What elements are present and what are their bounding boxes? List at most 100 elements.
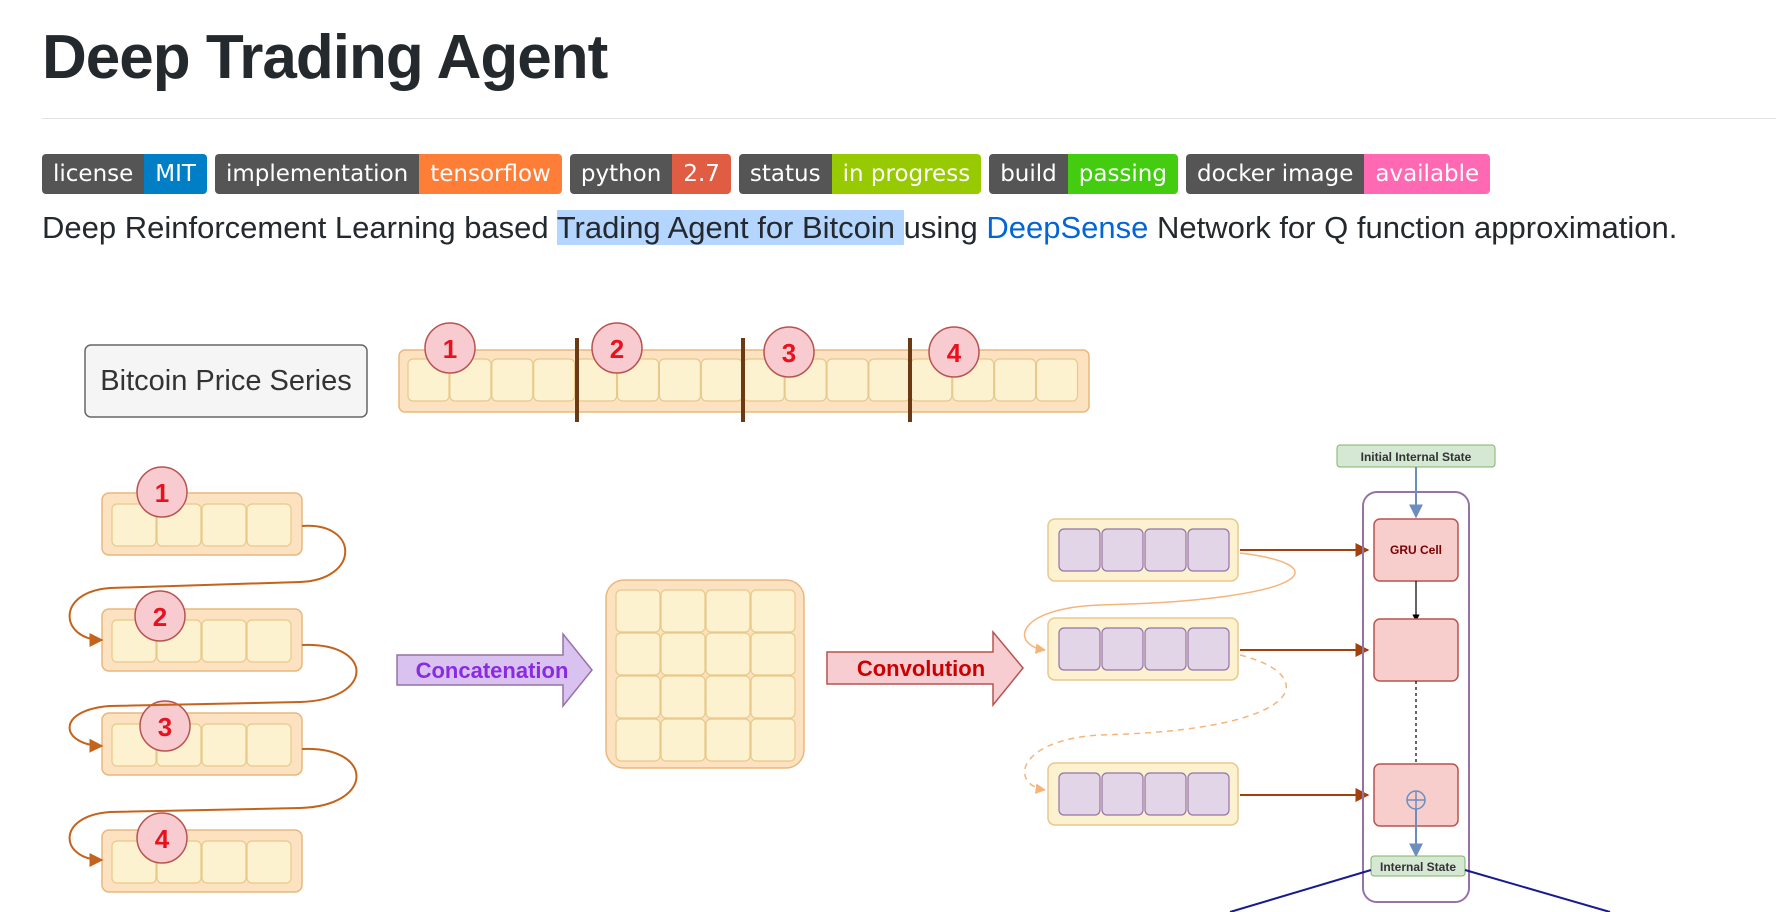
- segment-number-circle: [134, 590, 186, 642]
- conv-feature-cell: [1058, 627, 1101, 671]
- grid-cell: [705, 632, 751, 676]
- conv-output-2: [1047, 617, 1239, 681]
- svg-text:4: 4: [947, 338, 962, 368]
- strip-number-2: 2: [591, 322, 643, 374]
- badge-label: implementation: [214, 154, 420, 194]
- badge-value: MIT: [144, 154, 207, 194]
- price-cell: [700, 358, 743, 402]
- badge-status[interactable]: status in progress: [738, 154, 982, 194]
- badge-build[interactable]: build passing: [989, 154, 1178, 194]
- badge-value: available: [1364, 154, 1491, 194]
- grid-cell: [615, 632, 661, 676]
- segment-cell: [246, 840, 292, 884]
- grid-cell: [615, 675, 661, 719]
- grid-cell: [750, 632, 796, 676]
- svg-text:2: 2: [610, 334, 624, 364]
- price-cell: [993, 358, 1037, 402]
- segment-4: 4: [101, 812, 303, 893]
- badge-value: passing: [1067, 154, 1178, 194]
- price-series-strip: [398, 338, 1090, 422]
- convolution-label: Convolution: [857, 656, 985, 681]
- description-text: using: [903, 210, 987, 245]
- conv-feature-cell: [1101, 627, 1144, 671]
- conv-feature-cell: [1144, 528, 1187, 572]
- conv-feature-cell: [1101, 772, 1144, 816]
- strip-number-3: 3: [763, 326, 815, 378]
- badge-docker-image[interactable]: docker image available: [1185, 154, 1491, 194]
- price-cell: [491, 358, 534, 402]
- conv-feature-cell: [1101, 528, 1144, 572]
- initial-state-label: Initial Internal State: [1361, 450, 1472, 464]
- grid-cell: [705, 718, 751, 762]
- deepsense-link[interactable]: DeepSense: [986, 210, 1149, 245]
- convolution-arrow: Convolution: [826, 629, 1024, 708]
- badge-label: status: [738, 154, 832, 194]
- grid-cell: [705, 589, 751, 633]
- segment-1: 1: [101, 466, 303, 556]
- badge-value: tensorflow: [419, 154, 562, 194]
- conv-feature-cell: [1058, 528, 1101, 572]
- grid-cell: [705, 675, 751, 719]
- description-text: Deep Reinforcement Learning based: [42, 210, 557, 245]
- badge-label: docker image: [1185, 154, 1365, 194]
- conv-to-gru-arrows: [1240, 543, 1370, 802]
- segment-number: 1: [155, 478, 169, 508]
- segment-cell: [246, 503, 292, 547]
- badge-license[interactable]: license MIT: [42, 154, 207, 194]
- conv-dashed-links: [1023, 552, 1296, 794]
- grid-cell: [615, 718, 661, 762]
- conv-output-3: [1047, 762, 1239, 826]
- strip-number-1: 1: [424, 322, 476, 374]
- svg-text:1: 1: [443, 334, 457, 364]
- selected-text: Trading Agent for Bitcoin: [556, 210, 904, 245]
- grid-cell: [750, 718, 796, 762]
- conv-feature-cell: [1187, 528, 1230, 572]
- svg-text:3: 3: [782, 338, 796, 368]
- project-description: Deep Reinforcement Learning based Tradin…: [42, 210, 1677, 246]
- segment-number-circle: [136, 466, 188, 518]
- segment-cell: [111, 503, 157, 547]
- segment-2: 2: [101, 590, 303, 672]
- price-cell: [826, 358, 869, 402]
- conv-feature-cell: [1144, 627, 1187, 671]
- segment-number-circle: [136, 812, 188, 864]
- badge-row: license MIT implementation tensorflow py…: [42, 154, 1491, 194]
- segment-number: 3: [158, 712, 172, 742]
- grid-cell: [660, 589, 706, 633]
- segment-number-circle: [139, 700, 191, 752]
- segment-cell: [246, 619, 292, 663]
- segment-cell: [201, 840, 247, 884]
- price-cell: [1035, 358, 1079, 402]
- segment-number: 4: [155, 824, 170, 854]
- gru-cell-label: GRU Cell: [1390, 543, 1442, 557]
- segment-number: 2: [153, 602, 167, 632]
- conv-output-1: [1047, 518, 1239, 582]
- grid-cell: [660, 632, 706, 676]
- conv-feature-cell: [1144, 772, 1187, 816]
- grid-cell: [750, 589, 796, 633]
- badge-value: in progress: [831, 154, 982, 194]
- price-cell: [533, 358, 576, 402]
- segment-connectors: [68, 524, 358, 867]
- title-divider: [42, 118, 1776, 119]
- conv-feature-cell: [1187, 772, 1230, 816]
- segment-3: 3: [101, 700, 303, 776]
- concatenation-arrow: Concatenation: [396, 631, 593, 709]
- page-title: Deep Trading Agent: [42, 23, 608, 92]
- description-text: Network for Q function approximation.: [1148, 210, 1678, 245]
- price-cell: [868, 358, 911, 402]
- gru-column: Initial Internal State GRU Cell Internal…: [1229, 444, 1611, 912]
- grid-cell: [750, 675, 796, 719]
- badge-implementation[interactable]: implementation tensorflow: [214, 154, 562, 194]
- badge-python[interactable]: python 2.7: [569, 154, 731, 194]
- grid-cell: [615, 589, 661, 633]
- conv-feature-cell: [1058, 772, 1101, 816]
- badge-label: python: [569, 154, 673, 194]
- concatenated-grid: [605, 579, 805, 769]
- internal-state-label: Internal State: [1380, 860, 1456, 874]
- segment-cell: [246, 723, 292, 767]
- badge-value: 2.7: [672, 154, 731, 194]
- price-series-box: Bitcoin Price Series: [84, 344, 368, 418]
- conv-feature-cell: [1187, 627, 1230, 671]
